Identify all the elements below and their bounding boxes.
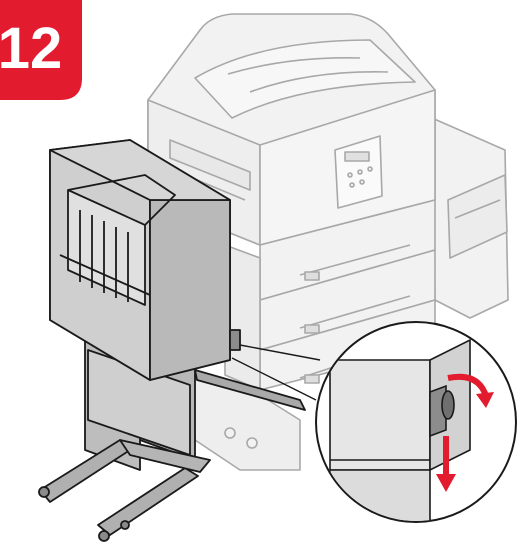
down-arrow-icon: [436, 436, 456, 492]
finisher-stand: [38, 139, 306, 542]
printer: [147, 13, 509, 471]
finisher-latch: [229, 329, 241, 351]
step-number: 12: [0, 16, 62, 81]
step-badge: 12: [0, 0, 82, 100]
curved-arrow-icon: [447, 373, 494, 408]
